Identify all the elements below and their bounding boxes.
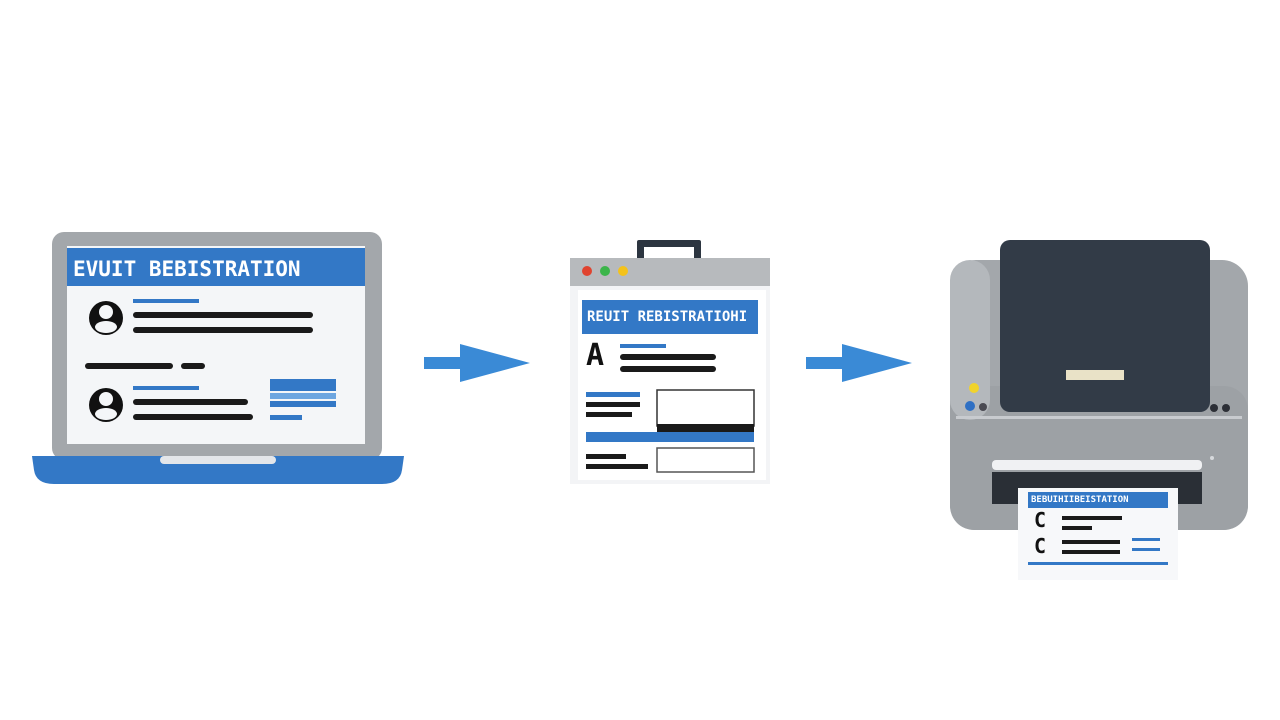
arrow-graphic xyxy=(806,344,912,382)
form-button-block xyxy=(270,379,336,391)
printer-indicator-yellow xyxy=(969,383,979,393)
badge-line xyxy=(1062,540,1120,544)
form-line xyxy=(85,363,173,369)
document-highlight-row xyxy=(586,432,754,442)
document-input-box xyxy=(656,447,755,473)
printer-lid xyxy=(1000,240,1210,412)
printer-reflection xyxy=(1210,456,1214,460)
document-line xyxy=(620,354,716,360)
badge-line-accent xyxy=(1028,562,1168,565)
badge-line xyxy=(1062,526,1092,530)
printer-indicator-dark xyxy=(979,403,987,411)
document-line xyxy=(586,402,640,407)
printer-graphic xyxy=(950,240,1248,580)
form-line-accent xyxy=(133,299,199,303)
form-line xyxy=(133,399,248,405)
printer-side-light xyxy=(950,260,990,420)
form-line-accent xyxy=(270,415,302,420)
form-line xyxy=(133,327,313,333)
form-line xyxy=(133,312,313,318)
form-button-block xyxy=(270,393,336,399)
document-line-accent xyxy=(586,392,640,397)
laptop-trackpad-notch xyxy=(160,456,276,464)
form-line xyxy=(181,363,205,369)
document-input-box xyxy=(656,389,755,427)
badge-line xyxy=(1062,550,1120,554)
document-input-underline xyxy=(657,424,754,434)
printer-icon: BEBUIHIIBEISTATION C C xyxy=(946,236,1252,582)
printer-output-lip xyxy=(992,460,1202,470)
printed-badge-header xyxy=(1028,492,1168,508)
badge-line-accent xyxy=(1132,548,1160,551)
form-line xyxy=(133,414,253,420)
badge-line-accent xyxy=(1132,538,1160,541)
user-avatar-head xyxy=(99,392,113,406)
user-avatar-head xyxy=(99,305,113,319)
document-graphic xyxy=(570,240,770,484)
user-avatar-body xyxy=(95,408,117,420)
document-icon: REUIT REBISTRATIOHI A xyxy=(566,238,772,486)
laptop-base xyxy=(32,456,404,484)
laptop-graphic xyxy=(32,232,404,484)
badge-avatar-letter: C xyxy=(1034,534,1047,558)
window-dot-yellow xyxy=(618,266,628,276)
document-line xyxy=(586,412,632,417)
badge-avatar-letter: C xyxy=(1034,508,1047,532)
form-header-bar xyxy=(67,248,365,286)
laptop-icon: EVUIT BEBISTRATION xyxy=(30,230,406,488)
printer-lid-label xyxy=(1066,370,1124,380)
form-line-accent xyxy=(133,386,199,390)
document-line xyxy=(620,366,716,372)
document-line xyxy=(586,464,648,469)
form-header-text: EVUIT BEBISTRATION xyxy=(73,257,301,281)
printer-indicator-blue xyxy=(965,401,975,411)
document-avatar-letter: A xyxy=(586,338,605,373)
window-title-bar xyxy=(570,258,770,286)
document-header-bar xyxy=(582,300,758,334)
arrow-right-icon xyxy=(422,342,532,384)
arrow-right-icon xyxy=(804,342,914,384)
printer-button xyxy=(1222,404,1230,412)
document-line-accent xyxy=(620,344,666,348)
badge-line xyxy=(1062,516,1122,520)
window-dot-red xyxy=(582,266,592,276)
printed-badge-header-text: BEBUIHIIBEISTATION xyxy=(1031,495,1129,505)
document-header-text: REUIT REBISTRATIOHI xyxy=(587,309,748,325)
printer-button xyxy=(1210,404,1218,412)
arrow-graphic xyxy=(424,344,530,382)
printer-edge-line xyxy=(956,416,1242,419)
document-line xyxy=(586,454,626,459)
form-button-block xyxy=(270,401,336,407)
window-dot-green xyxy=(600,266,610,276)
user-avatar-body xyxy=(95,321,117,333)
